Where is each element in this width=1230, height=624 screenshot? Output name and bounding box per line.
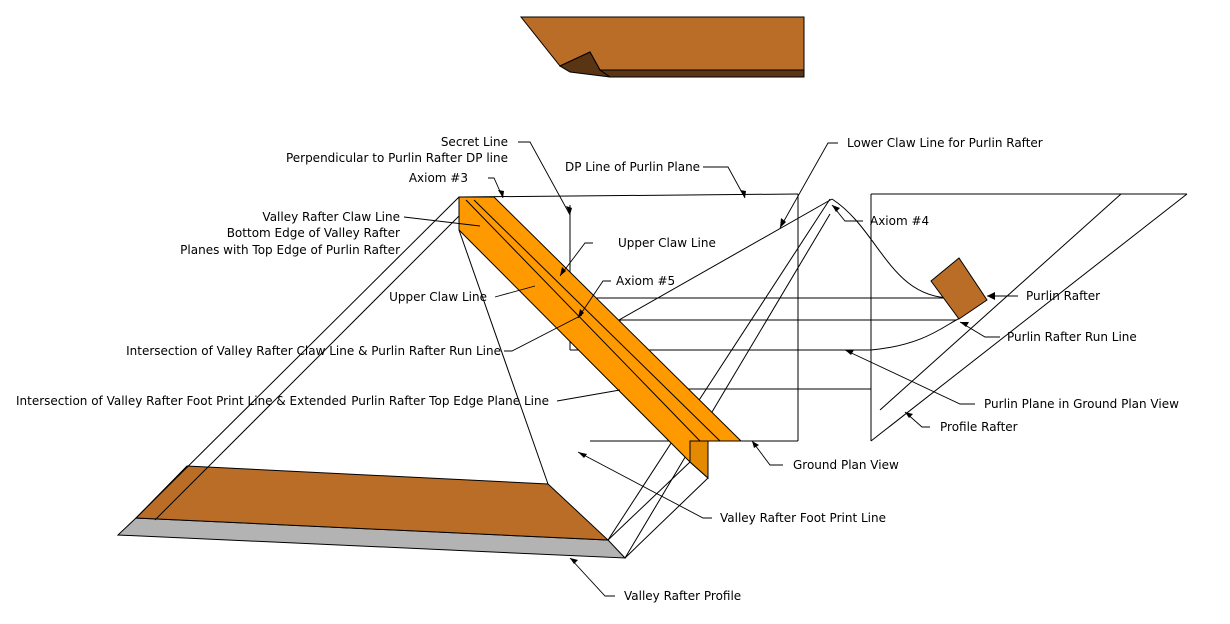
label-axiom3: Axiom #3 [409,171,468,185]
label-upper-claw-right: Upper Claw Line [618,236,716,250]
label-purlin-plane-ground: Purlin Plane in Ground Plan View [984,397,1179,411]
label-intersection-footprint: Intersection of Valley Rafter Foot Print… [16,394,347,408]
label-bottom-edge: Bottom Edge of Valley Rafter [227,226,400,240]
label-dp-line: DP Line of Purlin Plane [565,160,700,174]
label-valley-profile: Valley Rafter Profile [624,589,741,603]
label-valley-claw-line: Valley Rafter Claw Line [262,210,400,224]
label-upper-claw-left: Upper Claw Line [389,290,487,304]
label-lower-claw: Lower Claw Line for Purlin Rafter [847,136,1043,150]
valley-rafter-profile-shape [116,465,627,559]
purlin-rafter-cut-piece [519,16,805,78]
profile-rafter-triangle [870,193,1188,442]
label-valley-footprint: Valley Rafter Foot Print Line [720,511,886,525]
label-purlin-top-edge-plane: Purlin Rafter Top Edge Plane Line [351,394,549,408]
leader-arrowheads [498,190,995,564]
label-axiom5: Axiom #5 [616,274,675,288]
diagram-labels: Secret Line Perpendicular to Purlin Raft… [16,135,1179,603]
valley-rafter [458,196,743,480]
label-purlin-rafter: Purlin Rafter [1026,289,1100,303]
label-intersection-claw-run: Intersection of Valley Rafter Claw Line … [126,344,501,358]
label-axiom4: Axiom #4 [870,214,929,228]
label-secret-line: Secret Line [441,135,508,149]
label-ground-plan-view: Ground Plan View [793,458,899,472]
label-purlin-run-line: Purlin Rafter Run Line [1007,330,1137,344]
label-profile-rafter: Profile Rafter [940,420,1018,434]
label-perpendicular: Perpendicular to Purlin Rafter DP line [286,151,508,165]
label-planes-top-edge: Planes with Top Edge of Purlin Rafter [180,243,400,257]
